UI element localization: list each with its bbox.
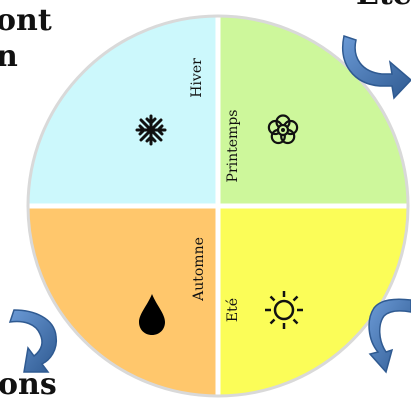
season-label-automne-group: Automne	[191, 237, 207, 302]
season-label-ete: Eté	[225, 298, 241, 322]
cut-off-label-fragment: ons	[0, 367, 57, 402]
season-label-ete-group: Eté	[225, 298, 241, 322]
water-drop-icon	[139, 294, 165, 335]
season-quadrants	[28, 16, 408, 396]
curved-arrow-bottom-right-icon	[368, 298, 411, 374]
cut-off-label-fragment: Ete	[356, 0, 411, 10]
quadrant-hiver	[28, 16, 218, 206]
snowflake-icon	[135, 114, 167, 146]
curved-arrow-top-right-icon	[342, 35, 411, 100]
curved-arrow-bottom-left-icon	[8, 309, 58, 373]
cut-off-title-fragment: ont	[0, 3, 52, 38]
sun-icon	[265, 291, 303, 329]
season-label-printemps: Printemps	[225, 110, 241, 183]
quadrant-dividers	[26, 14, 410, 398]
season-label-hiver-group: Hiver	[189, 58, 205, 98]
quadrant-automne	[28, 206, 218, 396]
wheel-outline	[26, 14, 410, 398]
cut-off-title-fragment: n	[0, 39, 18, 74]
season-label-printemps-group: Printemps	[225, 110, 241, 183]
flower-icon	[267, 114, 299, 145]
season-label-automne: Automne	[191, 237, 207, 302]
season-label-hiver: Hiver	[189, 58, 205, 98]
